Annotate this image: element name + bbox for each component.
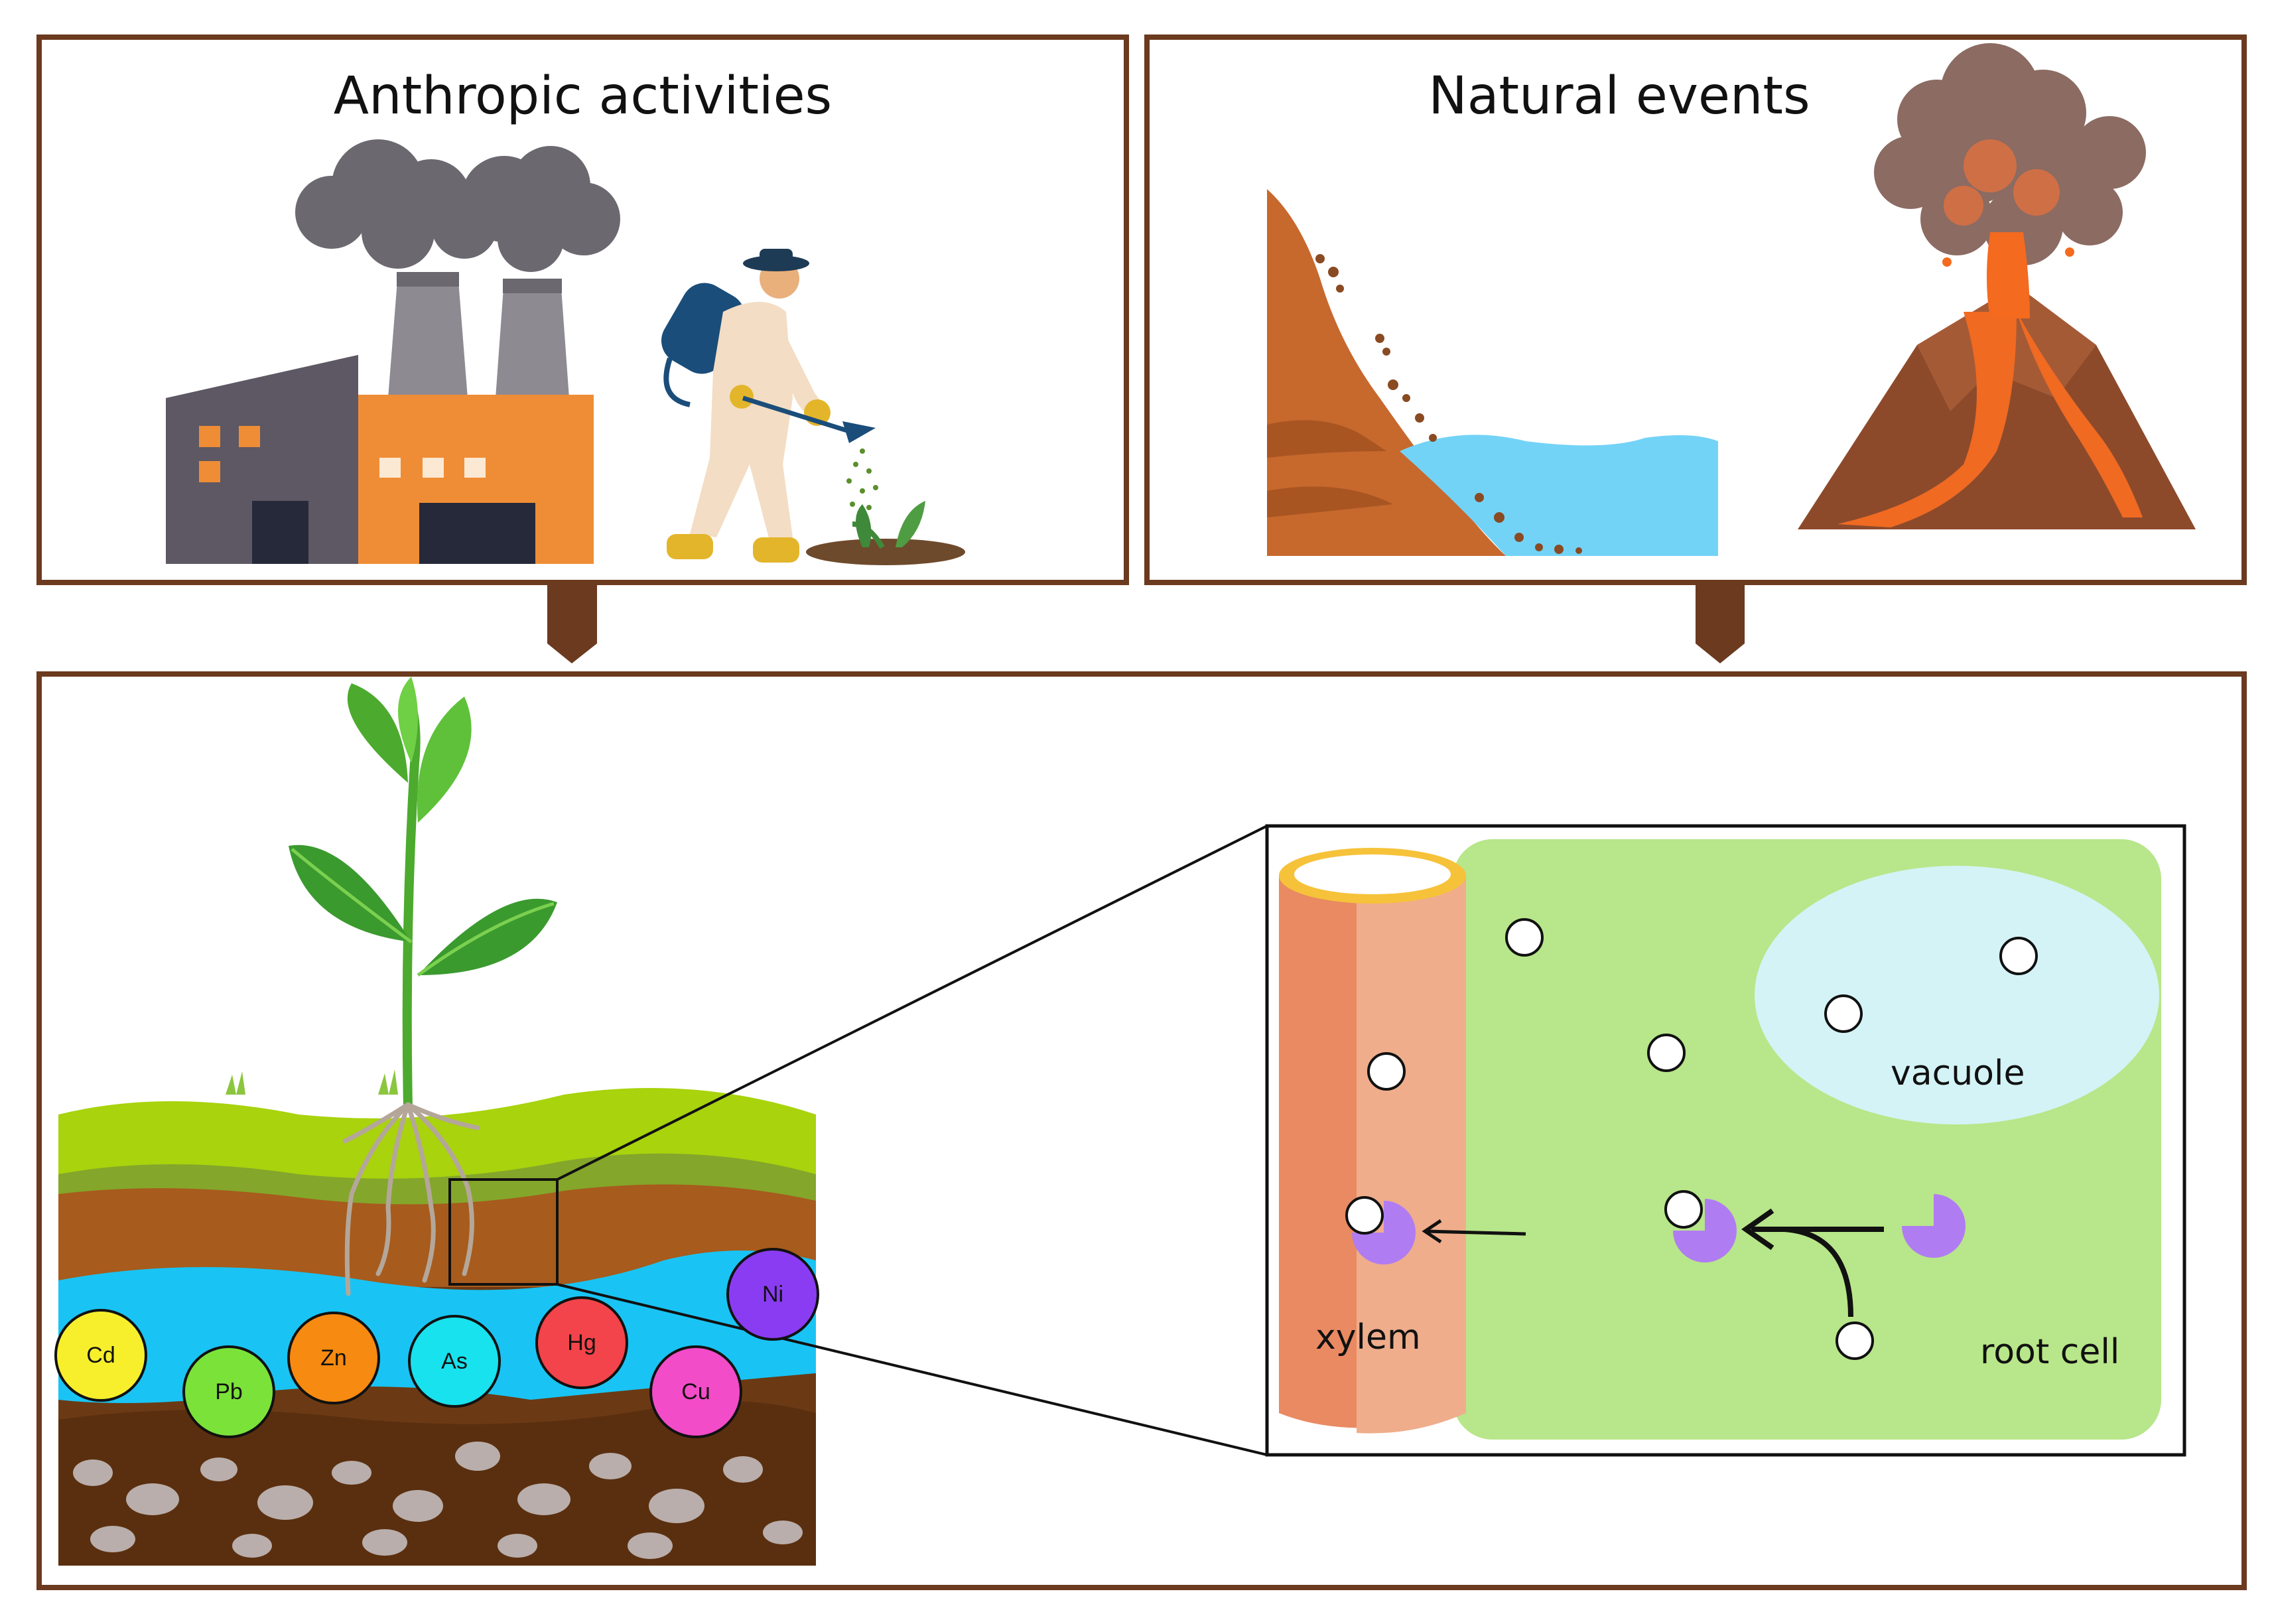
- metal-symbol: Cu: [681, 1379, 710, 1404]
- metal-symbol: Cd: [86, 1343, 115, 1368]
- metal-symbol: As: [441, 1349, 468, 1374]
- metal-symbol: Zn: [320, 1345, 347, 1371]
- metal-circle: [649, 1345, 742, 1438]
- vacuole-label: vacuole: [1891, 1053, 2025, 1093]
- metal-cu: Cu: [649, 1345, 742, 1438]
- factory-icon: [166, 139, 620, 564]
- metal-symbol: Hg: [567, 1330, 596, 1355]
- metal-hg: Hg: [535, 1296, 628, 1389]
- connector-arrow-right: [1696, 585, 1745, 663]
- landslide-icon: [1267, 189, 1718, 556]
- metal-circle: [408, 1315, 501, 1408]
- metal-circle: [54, 1309, 147, 1402]
- xylem-label: xylem: [1315, 1318, 1421, 1357]
- natural-events-title: Natural events: [1428, 66, 1810, 126]
- xylem-vessel: [1279, 848, 1466, 1434]
- metal-circle: [726, 1248, 819, 1341]
- metal-symbol: Ni: [762, 1282, 783, 1307]
- connector-arrow-left: [547, 585, 597, 663]
- metal-as: As: [408, 1315, 501, 1408]
- metal-circle: [287, 1312, 380, 1404]
- plant-seedling: [289, 677, 557, 1296]
- vacuole: [1755, 866, 2159, 1124]
- farmer-spraying-icon: [661, 249, 965, 565]
- metal-pb: Pb: [182, 1345, 275, 1438]
- zoom-region-box: [448, 1178, 559, 1286]
- soil-cross-section: [58, 1069, 816, 1566]
- transport-arrows: [1422, 1208, 1884, 1318]
- root-cell-label: root cell: [1980, 1332, 2119, 1372]
- metal-ions: [1345, 918, 2038, 1360]
- volcano-icon: [1798, 43, 2196, 529]
- metal-zn: Zn: [287, 1312, 380, 1404]
- metal-symbol: Pb: [215, 1379, 243, 1404]
- membrane-transporter: [1352, 1194, 1966, 1264]
- anthropic-activities-title: Anthropic activities: [333, 66, 833, 126]
- metal-cd: Cd: [54, 1309, 147, 1402]
- metal-circle: [182, 1345, 275, 1438]
- metal-circle: [535, 1296, 628, 1389]
- metal-ni: Ni: [726, 1248, 819, 1341]
